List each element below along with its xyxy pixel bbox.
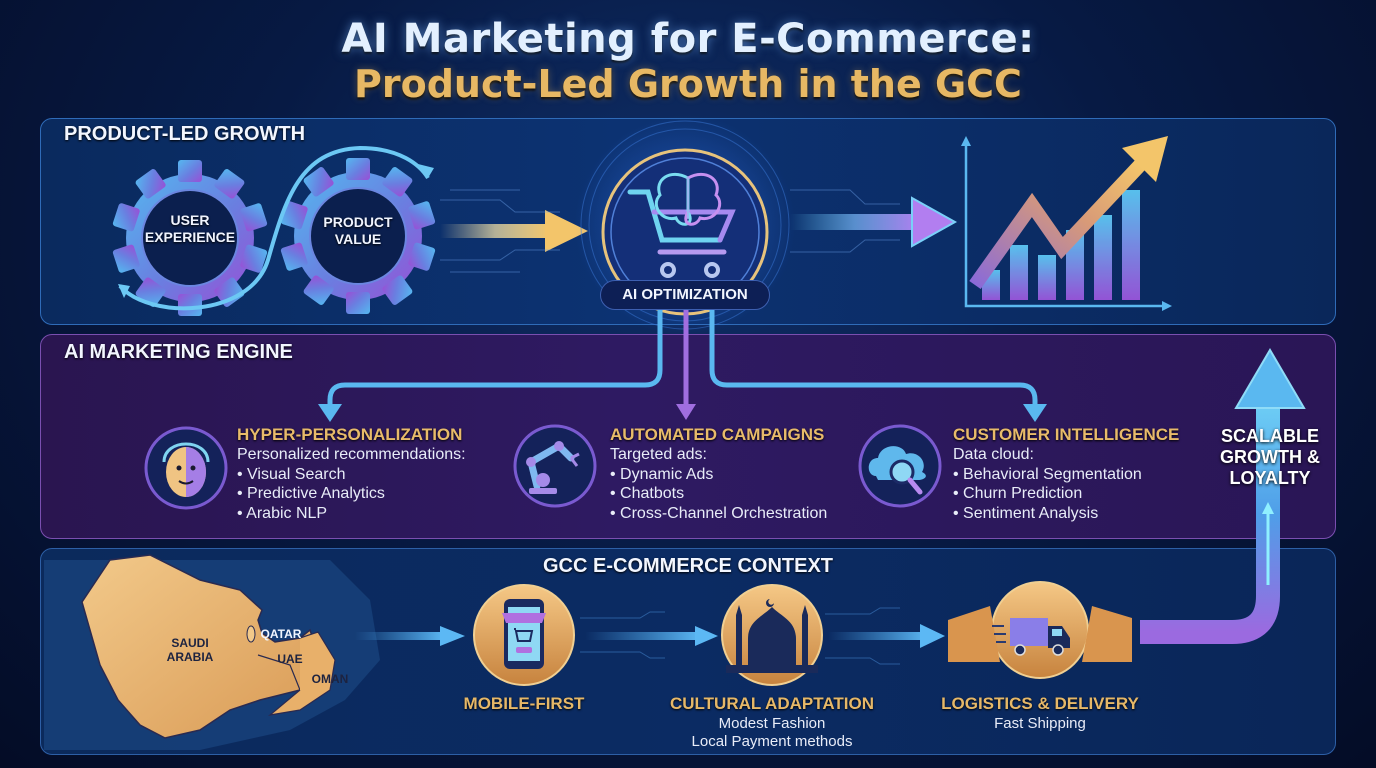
map-label-line: SAUDI	[171, 636, 209, 650]
context-sub-line: Fast Shipping	[994, 715, 1086, 732]
arrow-down-icon	[676, 404, 696, 420]
card-bullet: • Chatbots	[610, 485, 685, 502]
card-bullet: • Visual Search	[237, 465, 346, 483]
scalable-growth-loyalty-label: SCALABLE GROWTH & LOYALTY	[1210, 426, 1330, 489]
gear-product-value: PRODUCT VALUE	[308, 214, 408, 248]
title-line-2: Product-Led Growth in the GCC	[354, 62, 1022, 106]
arrow-right-icon	[825, 607, 945, 665]
outcome-line: GROWTH &	[1220, 447, 1320, 467]
context-title-mobile-first: MOBILE-FIRST	[463, 694, 585, 713]
card-intro: Data cloud:	[953, 446, 1034, 463]
gear-user-experience: USER EXPERIENCE	[140, 212, 240, 246]
card-bullet: • Dynamic Ads	[610, 465, 714, 483]
ai-optimization-label: AI OPTIMIZATION	[600, 280, 770, 310]
section-label-ai-marketing-engine: AI MARKETING ENGINE	[64, 341, 293, 363]
title-line-1: AI Marketing for E-Commerce:	[341, 16, 1035, 62]
card-bullet: • Arabic NLP	[237, 504, 328, 522]
arrow-down-icon	[1023, 404, 1047, 422]
context-sub-line: Modest Fashion	[718, 715, 826, 732]
growth-chart-icon	[961, 136, 1172, 311]
card-intro: Targeted ads:	[610, 446, 707, 463]
map-label-saudi-arabia: SAUDI ARABIA	[160, 636, 220, 664]
avatar-face-icon	[144, 426, 228, 510]
arrow-down-icon	[318, 404, 342, 422]
mosque-icon	[721, 584, 823, 686]
cloud-search-icon	[858, 424, 942, 508]
arrow-right-icon	[355, 626, 465, 646]
card-title: HYPER-PERSONALIZATION	[237, 425, 463, 444]
card-bullet: • Churn Prediction	[953, 485, 1083, 502]
section-label-product-led-growth: PRODUCT-LED GROWTH	[64, 123, 306, 145]
arrow-right-icon	[580, 611, 718, 659]
mobile-shop-icon	[473, 584, 575, 686]
card-bullet: • Behavioral Segmentation	[953, 465, 1142, 483]
gear-text-line: PRODUCT	[323, 214, 393, 230]
robot-arm-icon	[513, 424, 597, 508]
arrow-right-icon	[440, 189, 588, 273]
gear-icon	[112, 160, 268, 316]
gear-icon	[280, 158, 436, 314]
map-label-qatar: QATAR	[260, 627, 302, 641]
card-bullet: • Sentiment Analysis	[953, 504, 1099, 522]
context-title-cultural-adaptation: CULTURAL ADAPTATION	[670, 694, 874, 713]
arrow-right-icon	[790, 189, 958, 253]
context-sub-line: Local Payment methods	[691, 733, 853, 750]
section-label-gcc-context: GCC E-COMMERCE CONTEXT	[543, 555, 833, 577]
card-automated-campaigns: AUTOMATED CAMPAIGNS Targeted ads: • Dyna…	[610, 425, 850, 523]
outcome-line: LOYALTY	[1229, 468, 1311, 488]
loop-arrow-icon	[118, 145, 430, 311]
card-customer-intelligence: CUSTOMER INTELLIGENCE Data cloud: • Beha…	[953, 425, 1193, 523]
gear-text-line: USER	[170, 212, 210, 228]
card-intro: Personalized recommendations:	[237, 446, 466, 463]
context-sub-cultural-adaptation: Modest Fashion Local Payment methods	[662, 715, 882, 751]
delivery-truck-icon	[948, 581, 1132, 679]
card-bullet: • Cross-Channel Orchestration	[610, 504, 828, 522]
growth-arrow-icon	[1140, 348, 1306, 644]
map-label-oman: OMAN	[311, 672, 349, 686]
card-hyper-personalization: HYPER-PERSONALIZATION Personalized recom…	[237, 425, 497, 523]
gear-text-line: EXPERIENCE	[144, 229, 236, 245]
card-bullet: • Predictive Analytics	[237, 485, 385, 502]
gear-text-line: VALUE	[334, 231, 382, 247]
context-title-logistics-delivery: LOGISTICS & DELIVERY	[941, 694, 1139, 713]
context-sub-logistics-delivery: Fast Shipping	[930, 715, 1150, 733]
card-title: AUTOMATED CAMPAIGNS	[610, 425, 825, 444]
gcc-map-icon	[44, 554, 380, 750]
outcome-line: SCALABLE	[1221, 426, 1319, 446]
map-label-uae: UAE	[277, 652, 303, 666]
brain-cart-icon	[627, 172, 736, 278]
map-label-line: ARABIA	[166, 650, 214, 664]
card-title: CUSTOMER INTELLIGENCE	[953, 425, 1180, 444]
